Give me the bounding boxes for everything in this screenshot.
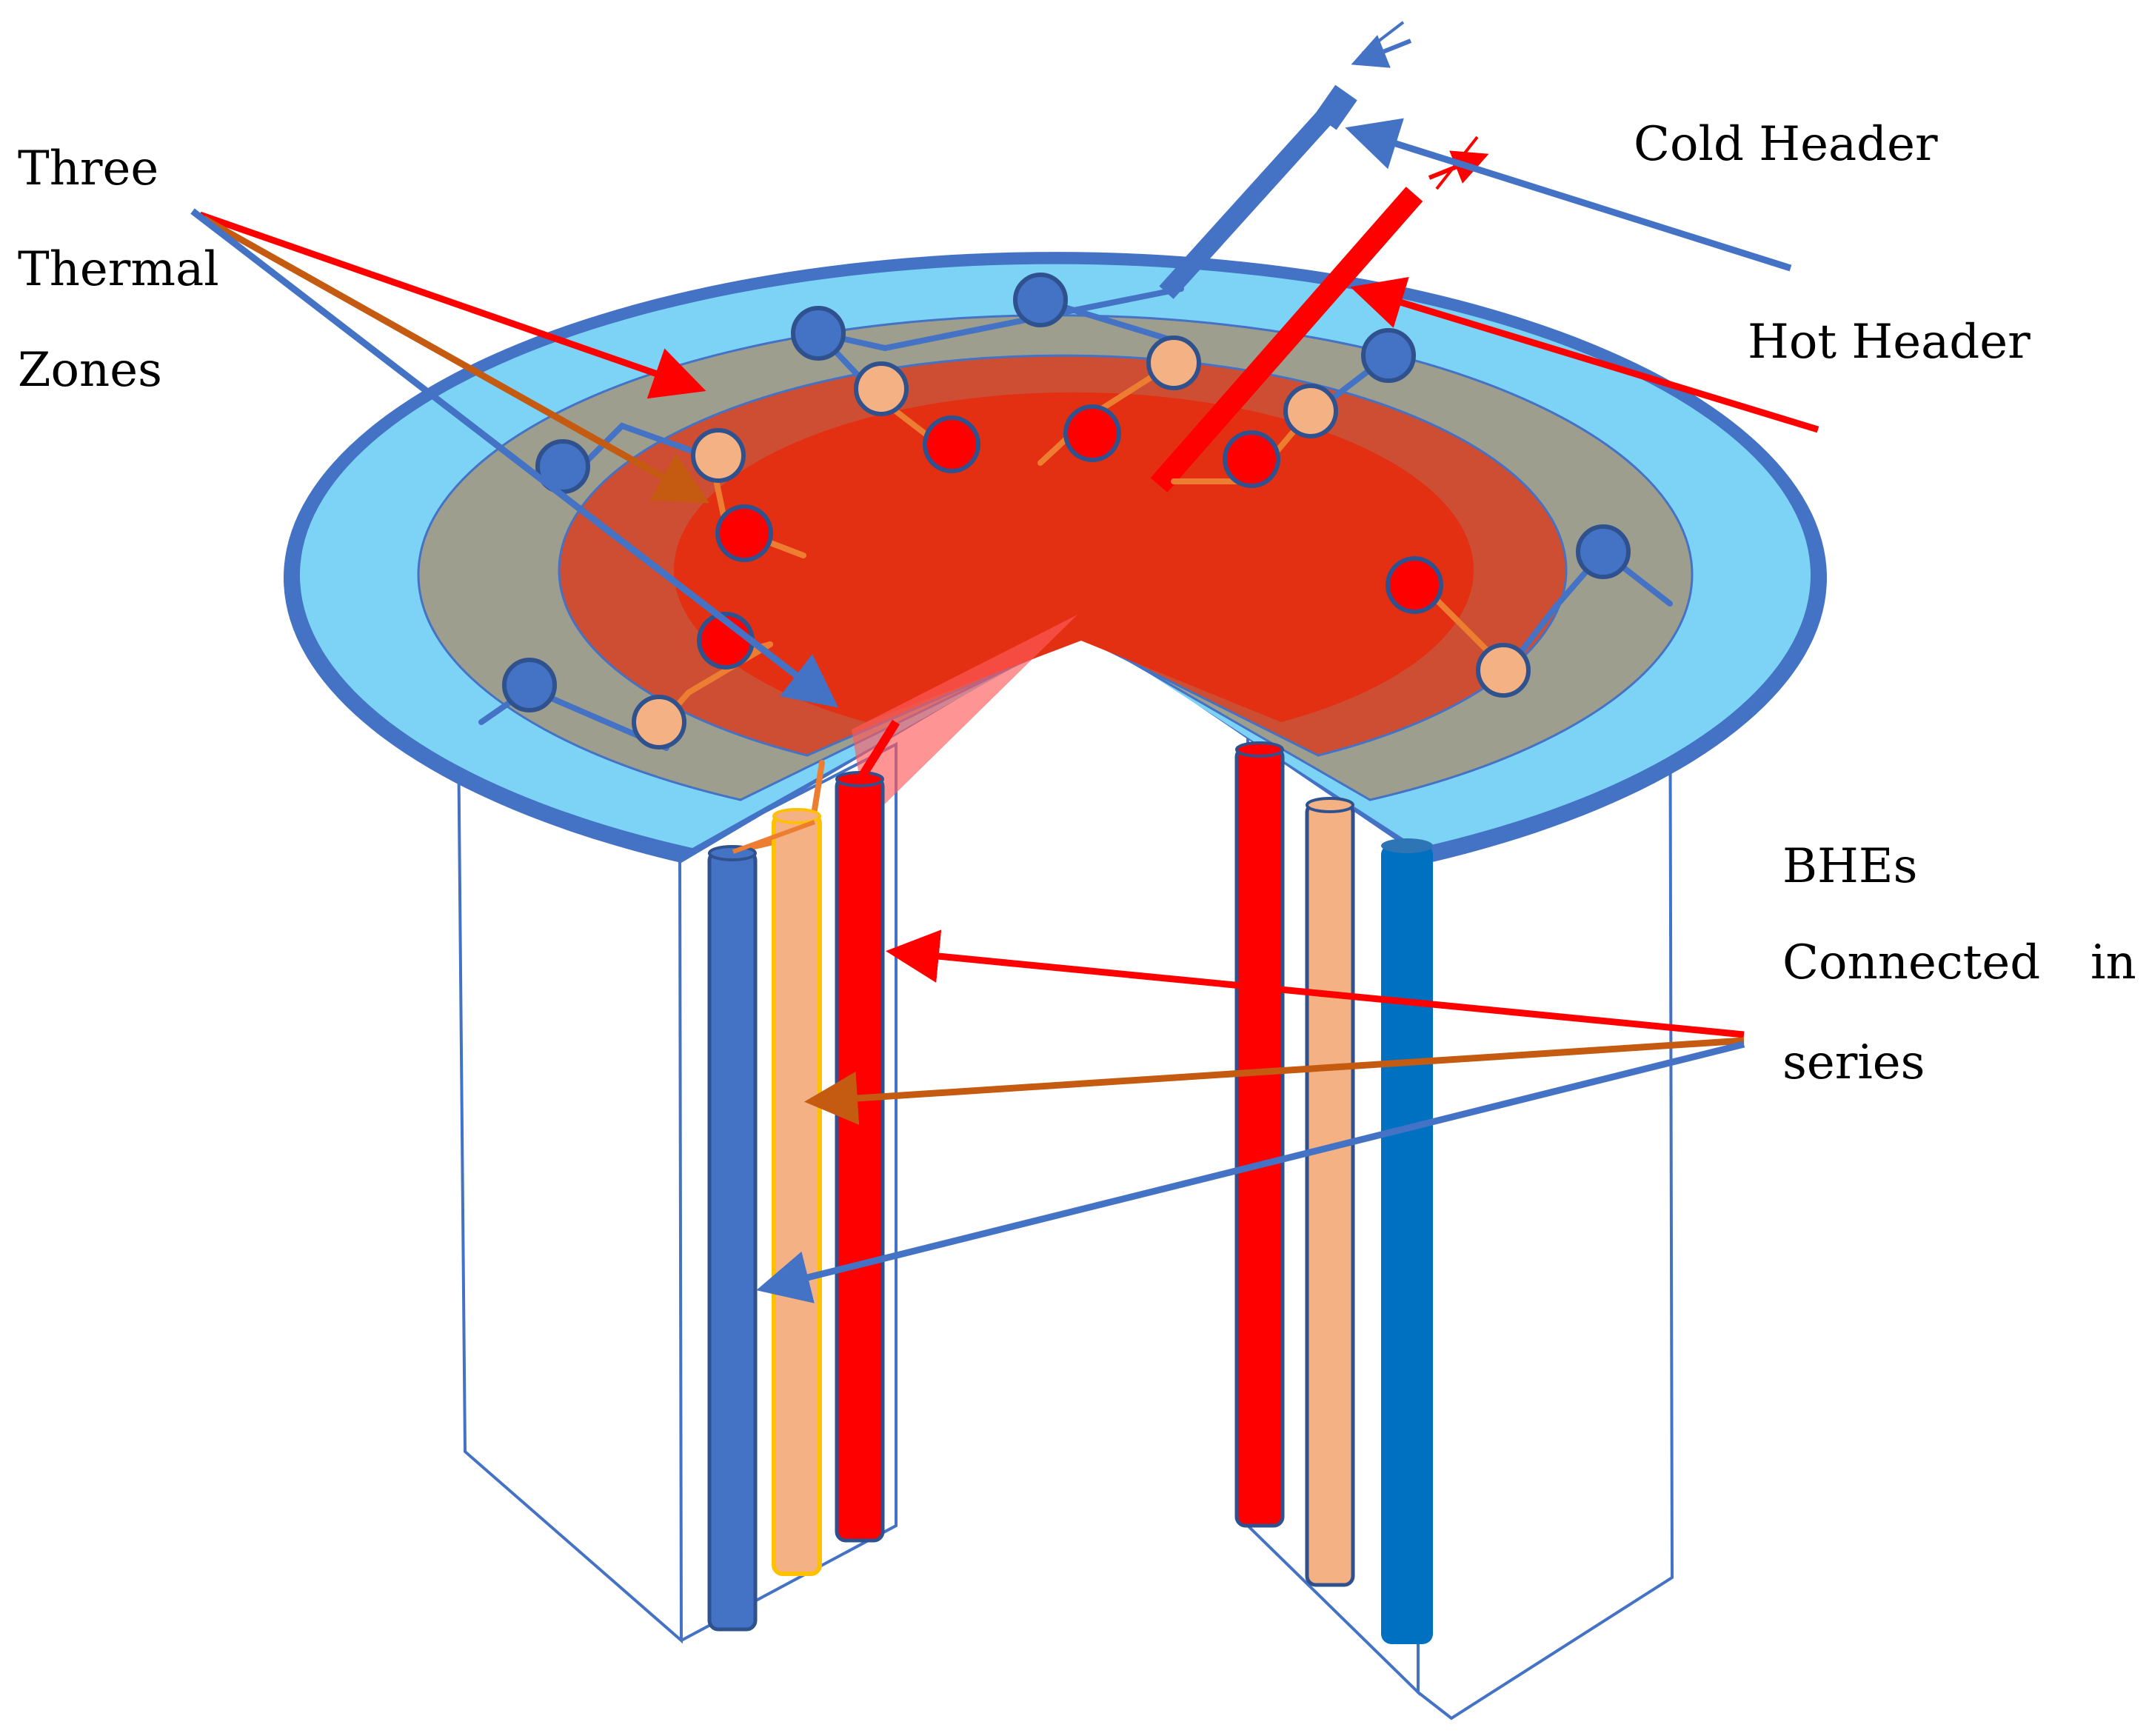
zones-arrow-warm xyxy=(201,216,709,504)
hot-borehole xyxy=(715,504,773,562)
right-bhe-pipes xyxy=(1234,741,1433,1644)
thermal-zones-label-line2: Thermal xyxy=(18,242,219,297)
hot-bhe-pipe xyxy=(1234,746,1285,1528)
bhe-label-line2-end: in xyxy=(2090,935,2136,990)
hot-borehole xyxy=(1223,430,1280,488)
bhe-arrow-cold xyxy=(756,1041,1745,1303)
cold-bhe-pipe xyxy=(1381,844,1433,1644)
warm-borehole xyxy=(691,428,746,483)
warm-borehole xyxy=(1476,643,1531,698)
cold-header-pipe xyxy=(1159,93,1348,299)
left-cut-face xyxy=(679,741,898,1642)
zones-arrow-cold xyxy=(190,208,839,708)
warm-borehole xyxy=(854,361,909,416)
cold-bhe-pipe xyxy=(707,849,758,1632)
warm-bhe-pipe xyxy=(1305,801,1355,1587)
arrow-icon xyxy=(190,118,1819,1303)
headers xyxy=(1150,84,1423,493)
bhe-label-line1: BHEs xyxy=(1782,839,1918,894)
cold-header-arrow xyxy=(1345,118,1792,272)
hot-borehole xyxy=(923,415,980,473)
warm-borehole xyxy=(1146,335,1201,390)
hot-header-pipe xyxy=(1150,187,1423,493)
hot-borehole xyxy=(1063,404,1121,462)
hot-borehole xyxy=(1386,556,1443,614)
cold-borehole xyxy=(1361,328,1416,383)
warm-borehole xyxy=(632,695,686,750)
cold-header-pipe-tip xyxy=(1314,84,1357,130)
hot-header-arrow xyxy=(1350,276,1819,433)
bhe-arrow-hot xyxy=(886,929,1745,1038)
boreholes xyxy=(502,273,1631,750)
hot-bhe-pipe xyxy=(835,775,885,1543)
bhe-arrow-warm xyxy=(804,1037,1745,1125)
cold-borehole xyxy=(791,306,846,361)
bhe-label-line3: series xyxy=(1782,1035,1925,1090)
cold-borehole xyxy=(502,658,557,712)
wedge-glow xyxy=(852,615,1077,822)
thermal-zones-label-line3: Zones xyxy=(18,343,162,398)
warm-borehole xyxy=(1283,384,1338,438)
cold-header-label: Cold Header xyxy=(1634,117,1938,172)
cold-borehole xyxy=(1576,524,1631,579)
cold-borehole xyxy=(1013,273,1068,327)
hot-header-label: Hot Header xyxy=(1748,315,2031,370)
zones-arrow-hot xyxy=(198,211,706,399)
warm-bhe-pipe xyxy=(772,812,822,1576)
left-wall-outline xyxy=(456,651,684,1644)
left-bhe-pipes xyxy=(707,719,900,1632)
bhe-label-line2: Connected xyxy=(1782,935,2041,990)
thermal-zones-label-line1: Three xyxy=(18,141,159,196)
